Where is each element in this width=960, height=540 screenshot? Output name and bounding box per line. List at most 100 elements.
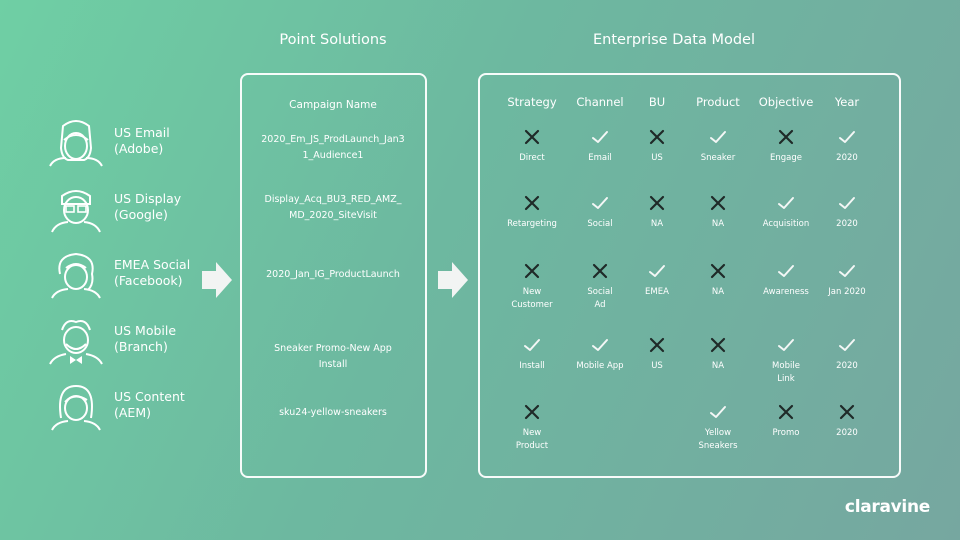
person-beard-bowtie-icon — [49, 320, 103, 365]
model-cell-value: US — [622, 360, 692, 373]
model-cell: 2020 — [812, 403, 882, 440]
arrow-right-icon — [202, 262, 232, 298]
persona-channel: US Content — [114, 389, 185, 404]
model-cell: 2020 — [812, 128, 882, 165]
model-cell-value: Install — [497, 360, 567, 373]
model-cell: Acquisition — [751, 194, 821, 231]
check-mark-icon — [839, 339, 855, 351]
campaign-name: sku24-yellow-sneakers — [243, 405, 423, 421]
model-cell-value: Promo — [751, 427, 821, 440]
model-cell: 2020 — [812, 194, 882, 231]
column-header-strategy: Strategy — [507, 95, 557, 109]
column-header-year: Year — [834, 95, 860, 109]
model-cell: NA — [622, 194, 692, 231]
check-mark-icon — [778, 339, 794, 351]
model-cell-text: US — [651, 153, 663, 163]
column-header-product: Product — [696, 95, 740, 109]
point-solutions-heading: Point Solutions — [279, 32, 387, 48]
model-cell-text: Engage — [770, 153, 802, 163]
model-cell-value: 2020 — [812, 152, 882, 165]
model-cell-text: Acquisition — [762, 219, 810, 229]
model-cell-text: 2020 — [836, 361, 858, 371]
model-cell: Promo — [751, 403, 821, 440]
model-cell-value: US — [622, 152, 692, 165]
model-cell: NA — [683, 262, 753, 299]
model-cell-text: Promo — [772, 428, 800, 438]
channel-persona: US Email(Adobe) — [44, 118, 224, 168]
model-cell-text: NA — [711, 287, 725, 297]
check-mark-icon — [839, 197, 855, 209]
x-mark-icon — [524, 263, 540, 279]
check-mark-icon — [778, 197, 794, 209]
x-mark-icon — [710, 337, 726, 353]
check-mark-icon — [649, 265, 665, 277]
model-cell-text: Link — [777, 374, 795, 384]
model-cell-value: NA — [683, 286, 753, 299]
persona-channel: US Email — [114, 125, 170, 140]
model-cell: Direct — [497, 128, 567, 165]
person-icon — [49, 120, 103, 167]
model-cell-text: NA — [711, 219, 725, 229]
model-cell-value: Awareness — [751, 286, 821, 299]
check-mark-icon — [839, 131, 855, 143]
x-mark-icon — [649, 129, 665, 145]
campaign-name-line: MD_2020_SiteVisit — [289, 210, 377, 221]
campaign-name-line: sku24-yellow-sneakers — [279, 407, 387, 418]
enterprise-data-model-box — [478, 73, 901, 478]
check-mark-icon — [839, 265, 855, 277]
model-cell-value: Retargeting — [497, 218, 567, 231]
model-cell-text: 2020 — [836, 428, 858, 438]
column-header-channel: Channel — [576, 95, 624, 109]
persona-platform: (Facebook) — [114, 273, 183, 288]
x-mark-icon — [839, 404, 855, 420]
column-header-bu: BU — [648, 95, 666, 109]
model-cell-value: Social — [565, 218, 635, 231]
model-cell-text: Jan 2020 — [828, 287, 866, 297]
model-cell-text: EMEA — [645, 287, 669, 297]
enterprise-data-model-heading: Enterprise Data Model — [593, 32, 755, 48]
model-cell-value: EMEA — [622, 286, 692, 299]
model-cell-value: Sneaker — [683, 152, 753, 165]
model-cell-text: New — [522, 287, 542, 297]
model-cell: EMEA — [622, 262, 692, 299]
arrow-right-icon — [438, 262, 468, 298]
x-mark-icon — [592, 263, 608, 279]
model-cell-text: Sneaker — [700, 153, 736, 163]
model-cell-value: 2020 — [812, 360, 882, 373]
model-cell: Retargeting — [497, 194, 567, 231]
campaign-name-header: Campaign Name — [289, 99, 377, 111]
persona-platform: (Google) — [114, 207, 168, 222]
model-cell-text: NA — [650, 219, 664, 229]
campaign-name: 2020_Jan_IG_ProductLaunch — [243, 267, 423, 283]
column-header-objective: Objective — [758, 95, 814, 109]
model-cell-text: Install — [519, 361, 545, 371]
campaign-name-line: 1_Audience1 — [302, 150, 364, 161]
model-cell-text: Social — [587, 287, 613, 297]
model-cell-text: Retargeting — [507, 219, 557, 229]
persona-platform: (Adobe) — [114, 141, 164, 156]
model-cell-text: Product — [515, 441, 549, 451]
model-cell: US — [622, 336, 692, 373]
channel-persona: US Mobile(Branch) — [44, 316, 224, 366]
x-mark-icon — [710, 263, 726, 279]
channel-persona: US Content(AEM) — [44, 382, 224, 432]
model-cell-text: Awareness — [763, 287, 809, 297]
model-cell-value: Engage — [751, 152, 821, 165]
model-cell-value: 2020 — [812, 427, 882, 440]
model-cell-text: Email — [588, 153, 612, 163]
model-cell-text: Direct — [519, 153, 545, 163]
model-cell-text: US — [651, 361, 663, 371]
check-mark-icon — [592, 197, 608, 209]
persona-channel: US Mobile — [114, 323, 177, 338]
